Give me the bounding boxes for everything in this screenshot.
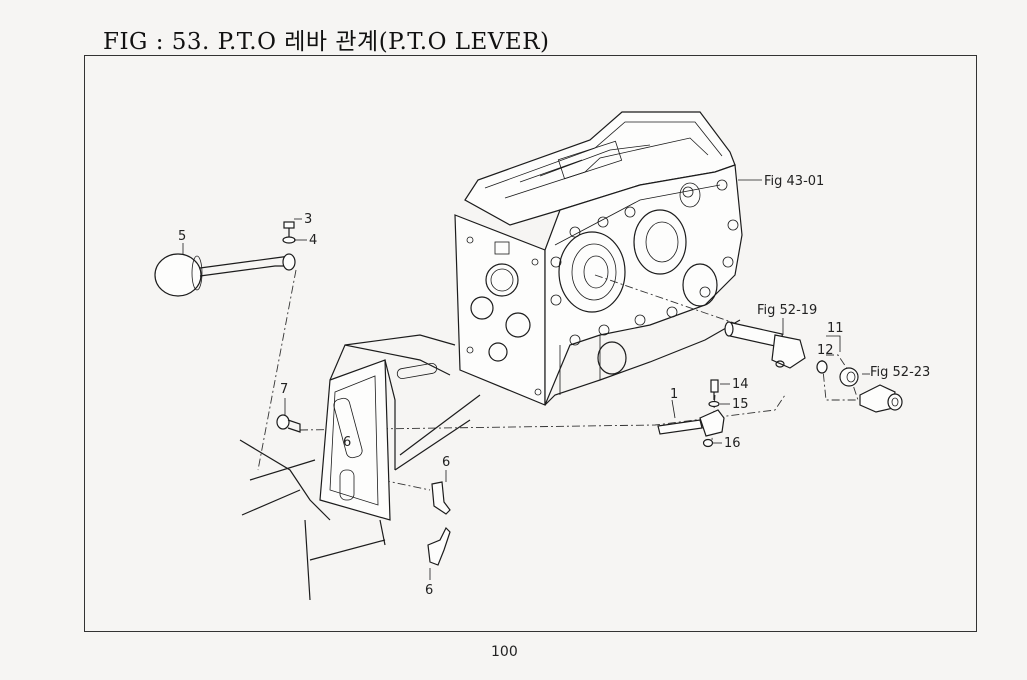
callout-12: 12	[817, 343, 834, 358]
callout-1: 1	[670, 387, 678, 402]
callout-16: 16	[724, 436, 741, 451]
page-number: 100	[491, 644, 518, 660]
callout-fig-52-23: Fig 52-23	[870, 365, 930, 380]
lever-knob	[154, 253, 296, 297]
callout-fig-52-19: Fig 52-19	[757, 303, 817, 318]
diagram-frame	[84, 55, 977, 632]
callout-6-clip-upper: 6	[442, 455, 450, 470]
callout-14: 14	[732, 377, 749, 392]
callout-3: 3	[304, 212, 312, 227]
pto-shaft-lever	[657, 379, 725, 448]
callout-5: 5	[178, 229, 186, 244]
callout-4: 4	[309, 233, 317, 248]
collar-12	[816, 360, 859, 387]
bolt-3	[282, 221, 296, 244]
leader-lines	[182, 179, 870, 580]
clip-6-lower	[427, 526, 451, 566]
page-title: FIG : 53. P.T.O 레바 관계(P.T.O LEVER)	[103, 29, 550, 55]
transmission-housing	[454, 111, 743, 406]
callout-11: 11	[827, 321, 844, 336]
mounting-plate	[239, 334, 481, 601]
fork-fig-52-23	[859, 384, 903, 413]
callout-6-clip-lower: 6	[425, 583, 433, 598]
callout-fig-43-01: Fig 43-01	[764, 174, 824, 189]
callout-15: 15	[732, 397, 749, 412]
bolt-7	[276, 414, 301, 433]
shaft-fig-52-19	[724, 321, 806, 369]
clip-6-upper	[431, 481, 451, 515]
callout-6-plate: 6	[343, 435, 351, 450]
callout-7: 7	[280, 382, 288, 397]
